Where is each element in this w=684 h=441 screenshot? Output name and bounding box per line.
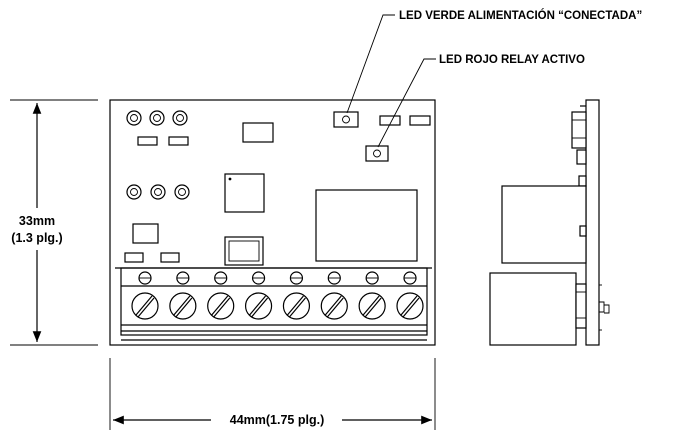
height-dimension-in: (1.3 plg.)	[11, 231, 62, 245]
terminal-screw	[131, 271, 159, 320]
width-dimension: 44mm(1.75 plg.)	[109, 358, 436, 430]
callout-green-led-label: LED VERDE ALIMENTACIÓN “CONECTADA”	[399, 9, 642, 22]
terminal-screw	[320, 271, 348, 320]
transformer	[224, 236, 264, 266]
relay-body	[315, 189, 418, 262]
side-terminal-block	[489, 272, 577, 346]
height-dimension-mm: 33mm	[19, 214, 55, 228]
terminal-block	[115, 267, 432, 341]
ic-chip-top	[242, 122, 274, 143]
green-led	[333, 111, 359, 128]
callout-green-led: LED VERDE ALIMENTACIÓN “CONECTADA”	[346, 9, 642, 114]
terminal-screw	[396, 271, 424, 320]
callout-red-led: LED ROJO RELAY ACTIVO	[377, 54, 585, 148]
front-view	[109, 99, 436, 346]
capacitor	[132, 223, 159, 244]
diode-1	[124, 252, 144, 263]
resistor-1	[137, 136, 158, 146]
microcontroller-chip	[224, 173, 265, 213]
terminal-screw	[207, 271, 235, 320]
terminal-screw	[244, 271, 273, 320]
terminal-screw	[358, 271, 386, 320]
resistor-2	[168, 136, 189, 146]
terminal-screw	[169, 271, 197, 320]
callout-red-led-label: LED ROJO RELAY ACTIVO	[439, 54, 585, 66]
red-led	[365, 145, 389, 162]
smd-component-2	[409, 115, 431, 126]
height-dimension: 33mm (1.3 plg.)	[10, 99, 98, 346]
round-components-top	[126, 110, 188, 126]
circuit-board-outline	[109, 99, 436, 346]
round-components-middle	[126, 184, 190, 200]
width-dimension-label: 44mm(1.75 plg.)	[230, 413, 324, 427]
terminal-screw	[282, 271, 311, 320]
side-relay-body	[501, 185, 587, 264]
diode-2	[160, 252, 180, 263]
side-view	[489, 99, 610, 346]
